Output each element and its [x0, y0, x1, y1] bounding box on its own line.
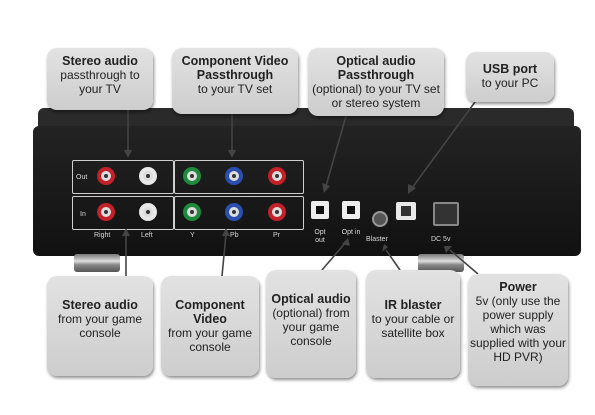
component-in-pr-jack [268, 203, 286, 221]
callout-stereo-passthrough: Stereo audio passthrough to your TV [47, 48, 153, 110]
dc-power-jack [433, 202, 459, 226]
callout-title: IR blaster [384, 298, 442, 312]
audio-out-left-jack [139, 167, 157, 185]
callout-title: Stereo audio [62, 298, 138, 312]
component-out-pb-jack [225, 167, 243, 185]
callout-title: Power [499, 280, 537, 294]
callout-title: Component Video Passthrough [181, 54, 289, 82]
arrow-component-video [221, 233, 227, 277]
callout-body: (optional) to your TV set or stereo syst… [312, 82, 440, 110]
callout-body: to your TV set [197, 82, 273, 96]
component-in-panel [174, 196, 304, 230]
arrow-power [449, 249, 479, 275]
callout-body: from your game console [57, 312, 143, 340]
pb-label: Pb [230, 232, 239, 239]
optical-out-port [311, 201, 329, 219]
callout-ir-blaster: IR blaster to your cable or satellite bo… [366, 270, 460, 378]
opt-out-label: Opt out [314, 229, 326, 244]
optical-in-port [342, 201, 360, 219]
callout-title: Optical audio [271, 292, 351, 306]
ir-blaster-jack [372, 211, 388, 227]
component-out-panel [174, 160, 304, 194]
callout-body: to your PC [481, 76, 539, 90]
callout-optical-audio: Optical audio (optional) from your game … [266, 270, 356, 378]
audio-in-left-jack [139, 203, 157, 221]
callout-component-video: Component Video from your game console [161, 276, 259, 376]
callout-body: from your game console [167, 326, 253, 354]
opt-in-label: Opt in [341, 229, 361, 236]
arrow-usb-port [411, 101, 476, 189]
callout-optical-passthrough: Optical audio Passthrough (optional) to … [308, 48, 444, 116]
component-out-pr-jack [268, 167, 286, 185]
right-label: Right [94, 232, 111, 239]
callout-title: Optical audio Passthrough [336, 54, 416, 82]
arrow-optical-passthrough [325, 115, 347, 187]
arrow-optical-audio [321, 241, 347, 271]
component-in-pb-jack [225, 203, 243, 221]
y-label: Y [190, 232, 195, 239]
audio-out-panel [72, 160, 174, 194]
callout-body: to your cable or satellite box [371, 312, 455, 340]
callout-title: Stereo audio [62, 54, 138, 68]
component-in-y-jack [183, 203, 201, 221]
dc-label: DC 5v [431, 236, 451, 243]
audio-out-right-jack [97, 167, 115, 185]
callout-body: 5v (only use the power supply which was … [469, 294, 567, 364]
callout-title: USB port [482, 62, 538, 76]
left-label: Left [141, 232, 153, 239]
callout-body: passthrough to your TV [60, 68, 140, 96]
pr-label: Pr [273, 232, 280, 239]
callout-component-passthrough: Component Video Passthrough to your TV s… [172, 48, 298, 114]
audio-in-panel [72, 196, 174, 230]
in-label: In [80, 211, 86, 218]
callout-body: (optional) from your game console [272, 306, 350, 348]
arrow-ir-blaster [385, 249, 401, 271]
blaster-label: Blaster [366, 236, 388, 243]
callout-title: Component Video [175, 298, 245, 326]
audio-in-right-jack [97, 203, 115, 221]
out-label: Out [76, 174, 88, 181]
callout-usb-port: USB port to your PC [466, 52, 554, 102]
callout-power: Power 5v (only use the power supply whic… [468, 274, 568, 386]
callout-stereo-audio: Stereo audio from your game console [47, 276, 153, 376]
usb-port [396, 202, 416, 220]
component-out-y-jack [183, 167, 201, 185]
device-foot-right [418, 254, 464, 272]
device-foot-left [74, 254, 120, 272]
